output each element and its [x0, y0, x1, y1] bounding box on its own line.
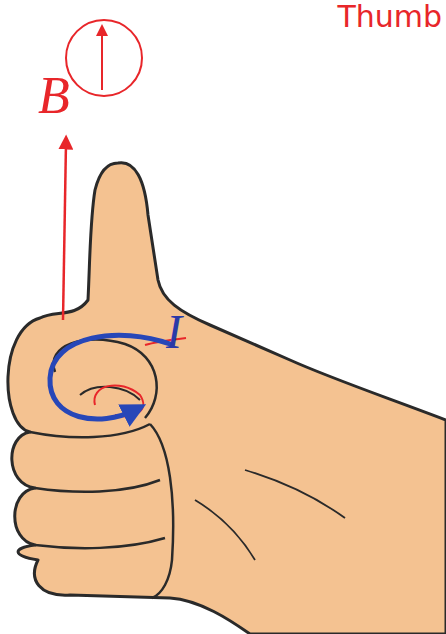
index-finger-curl: [53, 340, 156, 418]
palm-crease: [245, 470, 345, 518]
current-symbol: I: [166, 308, 182, 356]
handwritten-note: Thumb: [337, 2, 442, 32]
field-arrow: [63, 142, 66, 320]
current-arrow: [50, 335, 170, 419]
field-circle: [66, 20, 142, 96]
hand-outline: [8, 163, 446, 634]
fist-edge: [150, 424, 173, 598]
finger-line: [35, 538, 165, 548]
palm-crease: [195, 500, 255, 560]
field-circle-arrow: [101, 30, 103, 90]
finger-line: [35, 480, 160, 492]
field-symbol: B: [38, 70, 70, 122]
finger-line: [30, 424, 150, 437]
